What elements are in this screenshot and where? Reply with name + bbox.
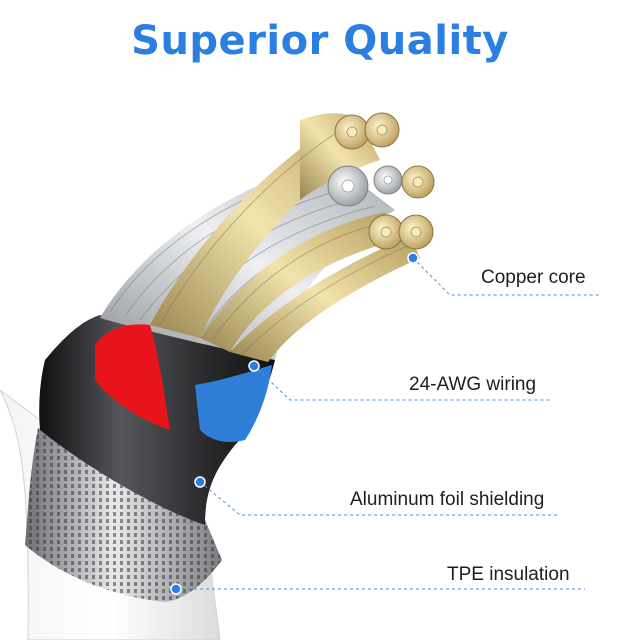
strand-end-caps [327,112,435,250]
braided-shield [25,428,222,602]
callout-tpe-insulation: TPE insulation [447,564,570,585]
red-wire [95,324,170,430]
callout-copper-core: Copper core [481,267,586,288]
callout-dots [170,252,419,595]
blue-wire [195,365,272,442]
callout-foil-shielding: Aluminum foil shielding [350,489,545,510]
callout-awg-wiring: 24-AWG wiring [409,374,537,395]
callout-leaders [176,257,600,590]
page-title: Superior Quality [131,18,509,64]
